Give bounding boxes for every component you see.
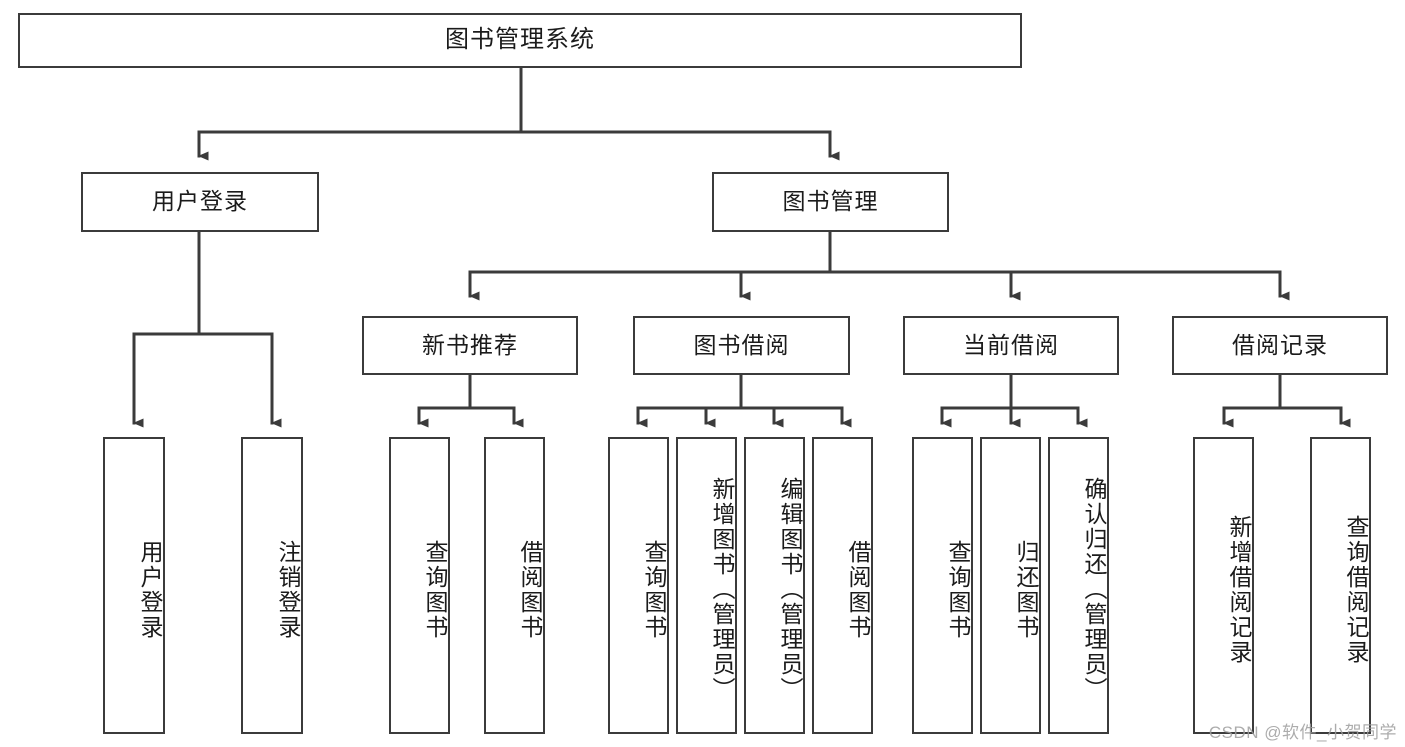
node-label: 查询借阅记录 bbox=[1343, 514, 1369, 665]
node-label: 新增图书（管理员） bbox=[709, 477, 735, 702]
node-label: 图书借阅 bbox=[693, 331, 790, 358]
leaf-return-book[interactable]: 归还图书 bbox=[980, 437, 1041, 734]
leaf-confirm-return-admin[interactable]: 确认归还（管理员） bbox=[1048, 437, 1109, 734]
node-label: 归还图书 bbox=[1013, 539, 1039, 640]
leaf-query-book-new-rec[interactable]: 查询图书 bbox=[389, 437, 450, 734]
node-label: 注销登录 bbox=[275, 539, 301, 640]
leaf-add-book-admin[interactable]: 新增图书（管理员） bbox=[676, 437, 737, 734]
node-book-manage[interactable]: 图书管理 bbox=[712, 172, 949, 232]
node-label: 借阅图书 bbox=[517, 539, 543, 640]
node-root-system[interactable]: 图书管理系统 bbox=[18, 13, 1022, 68]
node-current-borrow[interactable]: 当前借阅 bbox=[903, 316, 1119, 375]
node-label: 确认归还（管理员） bbox=[1081, 477, 1107, 702]
node-label: 当前借阅 bbox=[963, 331, 1059, 358]
watermark-text: CSDN @软件_小贺同学 bbox=[1208, 723, 1397, 742]
node-label: 借阅记录 bbox=[1232, 331, 1328, 358]
node-label: 用户登录 bbox=[152, 188, 248, 215]
leaf-edit-book-admin[interactable]: 编辑图书（管理员） bbox=[744, 437, 805, 734]
leaf-query-book-borrow[interactable]: 查询图书 bbox=[608, 437, 669, 734]
node-borrow-record[interactable]: 借阅记录 bbox=[1172, 316, 1388, 375]
leaf-borrow-book-borrow[interactable]: 借阅图书 bbox=[812, 437, 873, 734]
node-user-login[interactable]: 用户登录 bbox=[81, 172, 319, 232]
node-label: 查询图书 bbox=[422, 539, 448, 640]
node-book-borrow[interactable]: 图书借阅 bbox=[633, 316, 850, 375]
node-label: 新书推荐 bbox=[422, 331, 518, 358]
node-label: 查询图书 bbox=[945, 539, 971, 640]
leaf-user-login[interactable]: 用户登录 bbox=[103, 437, 165, 734]
node-label: 图书管理 bbox=[782, 188, 879, 215]
node-label: 用户登录 bbox=[137, 539, 163, 640]
node-label: 借阅图书 bbox=[845, 539, 871, 640]
node-label: 编辑图书（管理员） bbox=[777, 477, 803, 702]
node-label: 图书管理系统 bbox=[445, 26, 595, 54]
node-new-book-recommend[interactable]: 新书推荐 bbox=[362, 316, 578, 375]
leaf-add-borrow-record[interactable]: 新增借阅记录 bbox=[1193, 437, 1254, 734]
leaf-logout[interactable]: 注销登录 bbox=[241, 437, 303, 734]
leaf-borrow-book-new-rec[interactable]: 借阅图书 bbox=[484, 437, 545, 734]
node-label: 查询图书 bbox=[641, 539, 667, 640]
node-label: 新增借阅记录 bbox=[1226, 514, 1252, 665]
leaf-query-book-current[interactable]: 查询图书 bbox=[912, 437, 973, 734]
leaf-query-borrow-record[interactable]: 查询借阅记录 bbox=[1310, 437, 1371, 734]
